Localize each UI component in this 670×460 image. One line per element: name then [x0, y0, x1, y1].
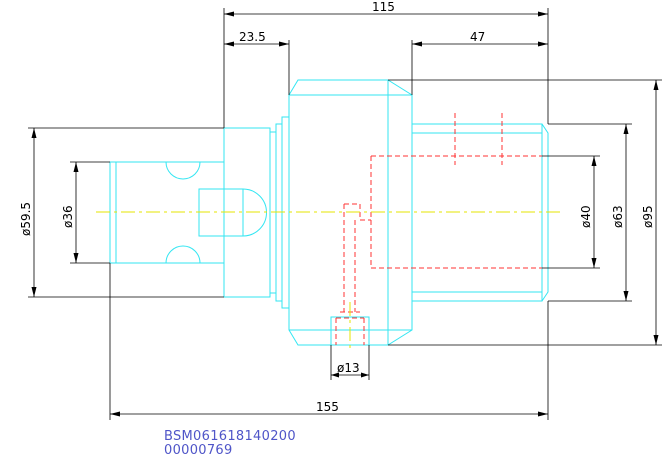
dim-dia-40: ø40	[579, 205, 593, 228]
dim-overall-115: 115	[372, 0, 395, 14]
dimension-lines	[28, 8, 662, 420]
dim-dia-59-5: ø59.5	[19, 202, 33, 236]
dim-dia-63: ø63	[611, 205, 625, 228]
dim-flange-offset: 23.5	[239, 30, 266, 44]
hidden-lines	[335, 113, 542, 345]
center-lines	[96, 211, 562, 352]
part-outline	[109, 79, 549, 346]
dim-dia-95: ø95	[641, 205, 655, 228]
dim-overall-155: 155	[316, 400, 339, 414]
part-codes: BSM061618140200 00000769	[164, 430, 296, 458]
dim-port-13: ø13	[337, 361, 360, 375]
dim-spigot-47: 47	[470, 30, 485, 44]
dim-dia-36: ø36	[61, 205, 75, 228]
nose-top-notch	[165, 161, 201, 180]
dimension-labels: 115 23.5 47 155 ø13 ø59.5 ø36 ø40 ø63 ø9…	[19, 0, 655, 414]
serial-number: 00000769	[164, 443, 233, 458]
part-number: BSM061618140200	[164, 429, 296, 444]
drive-key	[198, 188, 267, 237]
nose-bottom-notch	[165, 245, 201, 264]
